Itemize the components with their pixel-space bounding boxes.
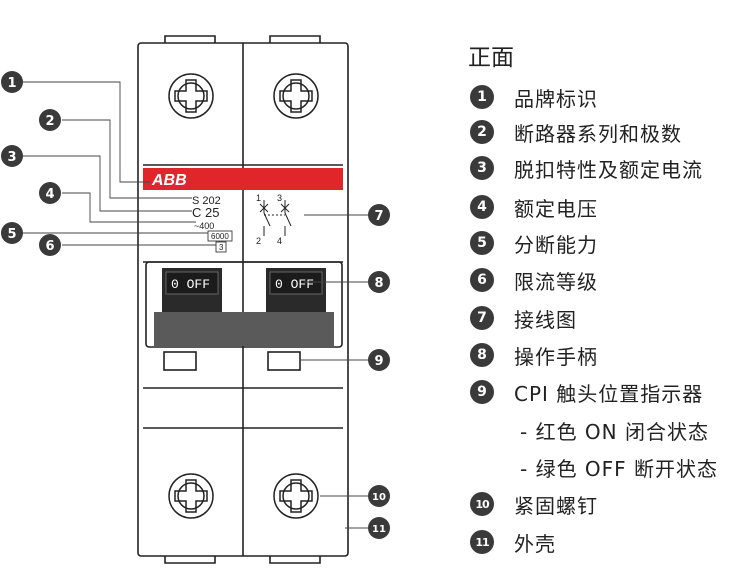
legend-item: 5 分断能力 <box>470 230 598 257</box>
callout-badge-4: 4 <box>39 182 61 204</box>
terminal-2: 2 <box>256 236 261 246</box>
legend-text: 操作手柄 <box>514 344 598 369</box>
svg-text:9: 9 <box>374 354 383 369</box>
limiting-class-box <box>215 241 227 253</box>
callout-badge-1: 1 <box>1 71 23 93</box>
rating-label: C 25 <box>192 205 219 220</box>
legend-badge: 3 <box>470 156 494 180</box>
top-screw-left <box>168 73 214 119</box>
legend-text: 接线图 <box>514 307 577 332</box>
terminal-1: 1 <box>256 193 261 203</box>
breaking-capacity-label: 6000 <box>211 232 229 241</box>
legend-item: 8 操作手柄 <box>470 342 598 369</box>
legend-badge: 11 <box>470 530 494 554</box>
legend-badge: 10 <box>470 492 494 516</box>
legend-item: 10 紧固螺钉 <box>470 491 598 518</box>
legend-item: 7 接线图 <box>470 305 577 332</box>
legend-item: 9 CPI 触头位置指示器 <box>470 379 704 406</box>
legend-text: 紧固螺钉 <box>514 493 598 518</box>
svg-text:6: 6 <box>45 239 54 254</box>
callout-badge-5: 5 <box>1 222 23 244</box>
svg-text:7: 7 <box>374 209 383 224</box>
legend-badge: 4 <box>470 195 494 219</box>
switch-label-left: 0 OFF <box>171 277 210 292</box>
svg-text:8: 8 <box>374 276 383 291</box>
legend-badge: 2 <box>470 120 494 144</box>
callout-badge-2: 2 <box>39 109 61 131</box>
callout-badge-3: 3 <box>1 145 23 167</box>
brand-band <box>143 168 343 190</box>
legend-text: 断路器系列和极数 <box>514 121 682 146</box>
brand-logo: ABB <box>151 172 187 189</box>
limiting-class-label: 3 <box>219 243 224 252</box>
svg-text:3: 3 <box>7 150 16 165</box>
switch-label-right: 0 OFF <box>275 277 314 292</box>
legend-subtext: - 绿色 OFF 断开状态 <box>520 456 719 481</box>
legend-badge: 6 <box>470 268 494 292</box>
terminal-3: 3 <box>277 193 282 203</box>
callout-badge-7: 7 <box>368 204 390 226</box>
terminal-4: 4 <box>277 236 282 246</box>
legend-title: 正面 <box>468 45 514 71</box>
top-screw-right <box>273 73 319 119</box>
legend-item: 6 限流等级 <box>470 267 598 294</box>
legend-text: CPI 触头位置指示器 <box>514 381 704 406</box>
legend-subitem: - 红色 ON 闭合状态 <box>520 417 709 444</box>
legend-item: 2 断路器系列和极数 <box>470 119 682 146</box>
legend-text: 外壳 <box>514 531 556 556</box>
svg-text:2: 2 <box>45 114 54 129</box>
voltage-label: ~400 <box>194 221 214 231</box>
legend-text: 限流等级 <box>514 269 598 294</box>
svg-text:1: 1 <box>7 76 16 91</box>
operating-handle <box>154 268 334 346</box>
bottom-screw-right <box>273 473 319 519</box>
svg-text:11: 11 <box>372 524 386 535</box>
legend-text: 品牌标识 <box>514 86 598 111</box>
callout-badge-9: 9 <box>368 349 390 371</box>
callout-badge-8: 8 <box>368 271 390 293</box>
legend-badge: 8 <box>470 343 494 367</box>
legend-badge: 1 <box>470 85 494 109</box>
legend-badge: 5 <box>470 231 494 255</box>
callout-badge-10: 10 <box>368 485 390 507</box>
callout-badge-6: 6 <box>39 234 61 256</box>
legend-subitem: - 绿色 OFF 断开状态 <box>520 454 719 481</box>
breaker-housing <box>137 35 349 564</box>
model-label: S 202 <box>192 195 221 207</box>
svg-text:10: 10 <box>372 492 386 503</box>
legend-item: 3 脱扣特性及额定电流 <box>470 155 703 182</box>
legend-item: 1 品牌标识 <box>470 84 598 111</box>
callout-badge-11: 11 <box>368 517 390 539</box>
legend-item: 4 额定电压 <box>470 194 598 221</box>
svg-text:5: 5 <box>7 227 16 242</box>
legend-text: 分断能力 <box>514 232 598 257</box>
legend-badge: 7 <box>470 306 494 330</box>
svg-text:4: 4 <box>45 187 54 202</box>
legend-item: 11 外壳 <box>470 529 556 556</box>
breaking-capacity-box <box>207 230 233 242</box>
legend-subtext: - 红色 ON 闭合状态 <box>520 419 709 444</box>
legend-text: 额定电压 <box>514 196 598 221</box>
legend-badge: 9 <box>470 380 494 404</box>
bottom-screw-left <box>168 473 214 519</box>
wiring-diagram <box>259 200 292 236</box>
legend-text: 脱扣特性及额定电流 <box>514 157 703 182</box>
callout-leaders <box>22 81 368 529</box>
